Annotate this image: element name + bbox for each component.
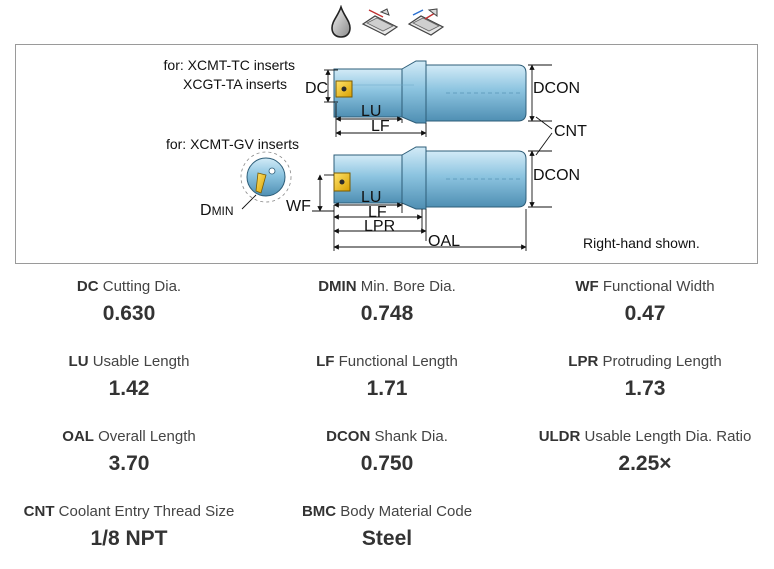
spec-code: DMIN [318,278,357,295]
spec-code: LF [316,353,335,370]
spec-cnt: CNT Coolant Entry Thread Size 1/8 NPT [0,503,258,551]
spec-value: 2.25× [618,452,672,475]
lf-bottom-label: LF [368,204,387,221]
insert-type-label-2: XCGT-TA inserts [183,76,287,92]
spec-label: Body Material Code [340,503,473,520]
spec-code: DC [76,278,99,295]
dcon-top-label: DCON [533,80,580,97]
wf-label: WF [286,198,311,215]
spec-bmc: BMC Body Material Code Steel [258,503,516,551]
spec-code: OAL [62,428,94,445]
spec-value: 1/8 NPT [90,527,168,550]
spec-lpr: LPR Protruding Length 1.73 [516,353,774,401]
spec-code: CNT [23,503,55,520]
end-view [240,151,292,203]
spec-code: BMC [301,503,337,520]
lpr-label: LPR [364,218,395,235]
spec-value: 0.750 [360,452,414,475]
spec-value: 3.70 [108,452,150,475]
tool-diagram: for: XCMT-TC inserts XCGT-TA inserts for… [15,44,758,264]
lu-top-label: LU [361,103,381,120]
spec-label: Protruding Length [602,353,722,370]
spec-lu: LU Usable Length 1.42 [0,353,258,401]
spec-uldr: ULDR Usable Length Dia. Ratio 2.25× [516,428,774,476]
spec-code: LPR [568,353,599,370]
lf-top-label: LF [371,118,390,135]
facing-operation-icon [407,8,445,36]
dcon-bottom-label: DCON [533,167,580,184]
spec-wf: WF Functional Width 0.47 [516,278,774,326]
insert-type-label-1: for: XCMT-TC inserts [164,57,295,73]
coolant-drop-icon [331,5,351,38]
tool-top [333,60,527,124]
spec-label: Overall Length [98,428,196,445]
spec-value: 0.748 [360,302,414,325]
oal-label: OAL [428,233,460,250]
spec-code: WF [575,278,599,295]
spec-label: Coolant Entry Thread Size [58,503,235,520]
dc-label: DC [305,80,328,97]
spec-oal: OAL Overall Length 3.70 [0,428,258,476]
spec-dc: DC Cutting Dia. 0.630 [0,278,258,326]
spec-value: 1.42 [108,377,150,400]
spec-label: Min. Bore Dia. [360,278,456,295]
insert-type-label-3: for: XCMT-GV inserts [166,136,299,152]
spec-value: 1.71 [366,377,408,400]
spec-code: DCON [326,428,371,445]
spec-label: Functional Width [602,278,715,295]
spec-label: Shank Dia. [374,428,448,445]
spec-value: 0.47 [624,302,666,325]
spec-value: 0.630 [102,302,156,325]
icon-bar [0,4,774,40]
right-hand-note: Right-hand shown. [583,235,700,251]
spec-label: Usable Length [92,353,190,370]
spec-value: Steel [361,527,413,550]
dmin-label: DMIN [200,202,234,219]
spec-label: Cutting Dia. [102,278,182,295]
tool-bottom [333,146,527,210]
boring-operation-icon [361,8,399,36]
spec-dmin: DMIN Min. Bore Dia. 0.748 [258,278,516,326]
spec-code: ULDR [538,428,581,445]
spec-code: LU [68,353,89,370]
spec-label: Functional Length [338,353,458,370]
spec-lf: LF Functional Length 1.71 [258,353,516,401]
spec-value: 1.73 [624,377,666,400]
cnt-label: CNT [554,123,587,140]
lu-bottom-label: LU [361,189,381,206]
spec-dcon: DCON Shank Dia. 0.750 [258,428,516,476]
tool-drawing: for: XCMT-TC inserts XCGT-TA inserts for… [164,57,700,251]
spec-label: Usable Length Dia. Ratio [584,428,752,445]
